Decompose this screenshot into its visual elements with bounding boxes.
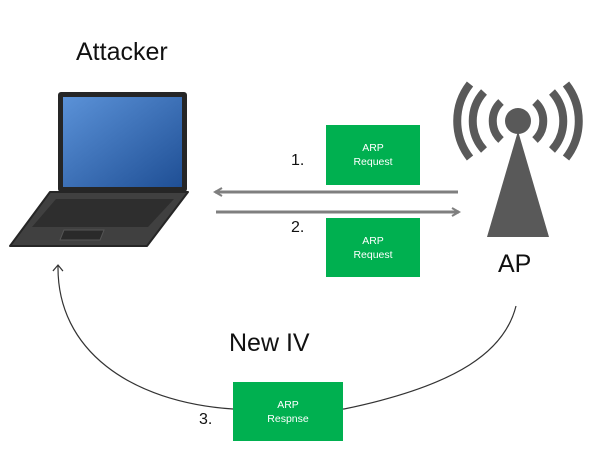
packet-line-1: ARP	[277, 398, 299, 411]
laptop-icon	[9, 92, 189, 247]
packet-arp-request-1: ARP Request	[326, 125, 420, 185]
step-1-label: 1.	[291, 152, 305, 169]
packet-line-2: Request	[353, 156, 393, 168]
ap-label: AP	[498, 250, 532, 278]
wireless-tower-icon	[453, 81, 583, 237]
packet-line-2: Respnse	[267, 412, 309, 425]
attacker-label: Attacker	[76, 38, 168, 66]
new-iv-label: New IV	[229, 329, 310, 357]
step-2-label: 2.	[291, 219, 305, 236]
packet-line-1: ARP	[362, 142, 384, 154]
packet-line-1: ARP	[362, 234, 384, 247]
packet-arp-response: ARP Respnse	[233, 382, 343, 441]
packet-arp-request-2: ARP Request	[326, 218, 420, 277]
arrow-step3	[52, 264, 517, 410]
step-3-label: 3.	[199, 411, 213, 428]
packet-line-2: Request	[353, 248, 393, 261]
